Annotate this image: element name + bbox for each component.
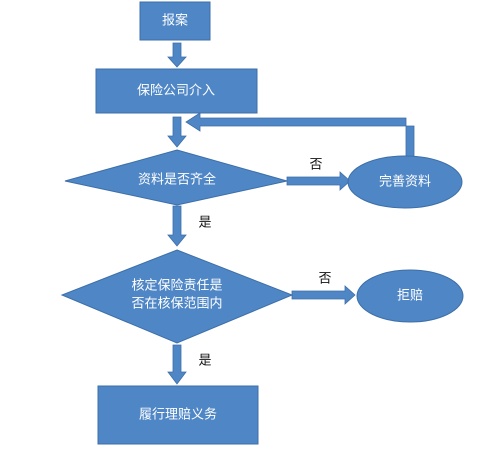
node-complete-docs-label: 完善资料 <box>379 174 431 190</box>
edge-label-docs-no: 否 <box>309 158 322 173</box>
node-report <box>139 1 211 41</box>
node-report-label: 报案 <box>162 14 188 29</box>
node-complete-docs <box>347 155 463 209</box>
decision-docs-complete <box>64 149 288 206</box>
arrow-complete-docs-loop-back <box>185 112 415 165</box>
arrow-coverage-yes <box>167 344 187 385</box>
node-insurer-steps-in-label: 保险公司介入 <box>137 84 215 99</box>
decision-coverage-check <box>60 249 294 344</box>
arrow-docs-yes <box>167 205 187 247</box>
edge-label-coverage-yes: 是 <box>198 354 211 369</box>
arrow-coverage-no <box>291 285 356 305</box>
decision-coverage-check-label-line1: 核定保险责任是 <box>131 279 222 294</box>
arrow-docs-no <box>286 171 351 191</box>
node-fulfill-claim <box>97 385 259 445</box>
arrow-insurer-to-docs-check <box>167 116 187 148</box>
decision-docs-complete-label: 资料是否齐全 <box>138 172 216 188</box>
node-reject-claim <box>356 269 464 323</box>
arrow-report-to-insurer <box>167 42 187 68</box>
node-reject-claim-label: 拒赔 <box>397 289 423 304</box>
edge-label-docs-yes: 是 <box>198 216 211 231</box>
edge-label-coverage-no: 否 <box>318 272 331 287</box>
node-fulfill-claim-label: 履行理赔义务 <box>139 407 217 423</box>
decision-coverage-check-label-line2: 否在核保范围内 <box>131 296 222 312</box>
node-insurer-steps-in <box>95 68 258 114</box>
